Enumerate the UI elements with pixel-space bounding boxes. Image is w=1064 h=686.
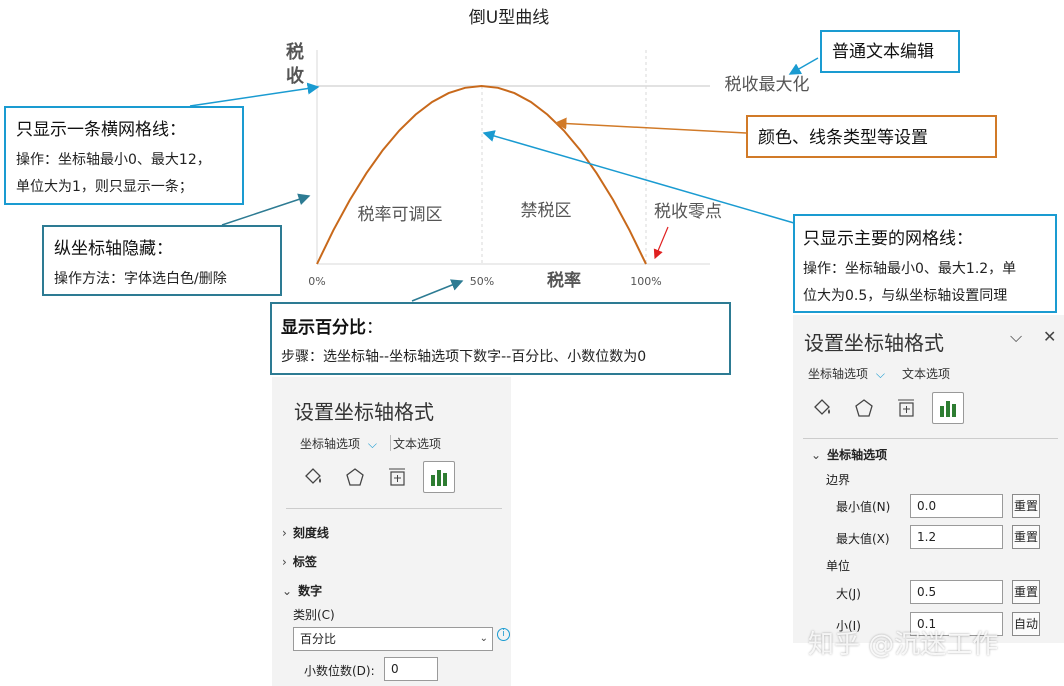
maximum-reset-button[interactable]: 重置 bbox=[1012, 525, 1040, 549]
effects-icon[interactable] bbox=[340, 462, 370, 492]
y-axis-label-2: 收 bbox=[286, 65, 304, 87]
tick-label-50: 50% bbox=[470, 275, 494, 288]
section-axis-options-label: 坐标轴选项 bbox=[827, 448, 888, 462]
chevron-down-icon: ⌵ bbox=[367, 437, 377, 451]
callout-major-grid-head: 只显示主要的网格线： bbox=[803, 229, 973, 249]
panel-divider bbox=[803, 438, 1058, 439]
format-axis-panel-left: 设置坐标轴格式 坐标轴选项 ⌵ 文本选项 ›刻度线 ›标签 ⌄数字 类别(C) … bbox=[272, 377, 511, 686]
callout-hgrid: 只显示一条横网格线： 操作：坐标轴最小0、最大12， 单位大为1，则只显示一条； bbox=[4, 106, 244, 205]
panel-right-tab-axis[interactable]: 坐标轴选项 ⌵ bbox=[808, 365, 885, 382]
minimum-reset-button[interactable]: 重置 bbox=[1012, 494, 1040, 518]
panel-left-title: 设置坐标轴格式 bbox=[294, 400, 434, 424]
panel-right-tab-axis-label: 坐标轴选项 bbox=[808, 367, 869, 381]
callout-major-grid: 只显示主要的网格线： 操作：坐标轴最小0、最大1.2，单 位大为0.5，与纵坐标… bbox=[793, 214, 1057, 313]
size-properties-icon[interactable] bbox=[891, 393, 921, 423]
callout-color-line: 颜色、线条类型等设置 bbox=[746, 115, 997, 158]
arrow-yaxis bbox=[221, 193, 311, 226]
callout-percent-head: 显示百分比： bbox=[281, 317, 383, 339]
section-number[interactable]: ⌄ 数字 bbox=[282, 582, 322, 599]
decimal-places-label: 小数位数(D): bbox=[304, 664, 375, 678]
fill-line-icon[interactable] bbox=[298, 462, 328, 492]
callout-percent-title: 显示百分比 bbox=[281, 318, 366, 338]
panel-right-title: 设置坐标轴格式 bbox=[804, 331, 944, 355]
x-axis-label: 税率 bbox=[547, 270, 581, 291]
arrow-major-grid bbox=[482, 130, 795, 224]
chevron-down-icon: ⌄ bbox=[811, 448, 822, 462]
callout-major-grid-body1: 操作：坐标轴最小0、最大1.2，单 bbox=[803, 261, 1017, 277]
major-unit-reset-button[interactable]: 重置 bbox=[1012, 580, 1040, 604]
minimum-input[interactable]: 0.0 bbox=[910, 494, 1003, 518]
callout-hgrid-body2: 单位大为1，则只显示一条； bbox=[16, 179, 193, 195]
panel-left-tab-axis[interactable]: 坐标轴选项 ⌵ bbox=[300, 435, 377, 452]
region-label-zero: 税收零点 bbox=[654, 202, 722, 222]
minor-unit-input[interactable]: 0.1 bbox=[910, 612, 1003, 636]
size-properties-icon[interactable] bbox=[382, 462, 412, 492]
axis-options-icon[interactable] bbox=[932, 392, 964, 424]
category-select[interactable]: 百分比 ⌄ bbox=[293, 627, 493, 651]
chevron-down-icon: ⌄ bbox=[282, 584, 293, 598]
callout-yaxis-body: 操作方法：字体选白色/删除 bbox=[54, 271, 227, 287]
callout-color-line-label: 颜色、线条类型等设置 bbox=[758, 128, 928, 148]
axis-options-icon[interactable] bbox=[423, 461, 455, 493]
info-icon[interactable]: i bbox=[497, 628, 510, 641]
section-tick-marks-label: 刻度线 bbox=[292, 526, 329, 540]
minor-unit-auto-button[interactable]: 自动 bbox=[1012, 612, 1040, 636]
panel-left-tab-text[interactable]: 文本选项 bbox=[393, 437, 442, 451]
units-label: 单位 bbox=[826, 559, 851, 573]
arrow-zero-point bbox=[653, 226, 669, 260]
callout-percent-body: 步骤：选坐标轴--坐标轴选项下数字--百分比、小数位数为0 bbox=[281, 349, 647, 365]
callout-yaxis-head: 纵坐标轴隐藏： bbox=[54, 239, 173, 259]
major-unit-input[interactable]: 0.5 bbox=[910, 580, 1003, 604]
arrow-hgrid bbox=[189, 82, 320, 107]
callout-yaxis: 纵坐标轴隐藏： 操作方法：字体选白色/删除 bbox=[42, 225, 282, 296]
panel-right-tab-text[interactable]: 文本选项 bbox=[902, 367, 951, 381]
minor-unit-label: 小(I) bbox=[836, 619, 861, 633]
section-tick-marks[interactable]: › 刻度线 bbox=[282, 524, 329, 541]
panel-left-tab-axis-label: 坐标轴选项 bbox=[300, 437, 361, 451]
category-label: 类别(C) bbox=[293, 608, 335, 622]
callout-major-grid-body2: 位大为0.5，与纵坐标轴设置同理 bbox=[803, 288, 1008, 304]
arrow-percent bbox=[411, 279, 464, 302]
tab-divider bbox=[390, 435, 391, 451]
chart-title: 倒U型曲线 bbox=[469, 8, 549, 28]
decimal-places-input[interactable]: 0 bbox=[384, 657, 438, 681]
callout-hgrid-head: 只显示一条横网格线： bbox=[16, 120, 186, 140]
chevron-down-icon[interactable]: ⌵ bbox=[1010, 327, 1023, 346]
region-label-forbidden: 禁税区 bbox=[521, 201, 572, 221]
bounds-label: 边界 bbox=[826, 473, 851, 487]
major-unit-label: 大(J) bbox=[836, 587, 861, 601]
tick-label-0: 0% bbox=[308, 275, 325, 288]
chevron-right-icon: › bbox=[282, 555, 287, 569]
chevron-down-icon: ⌵ bbox=[875, 367, 885, 381]
category-select-value: 百分比 bbox=[300, 632, 337, 646]
maximum-label: 最大值(X) bbox=[836, 532, 890, 546]
callout-edit-text: 普通文本编辑 bbox=[820, 30, 960, 73]
minimum-label: 最小值(N) bbox=[836, 500, 891, 514]
watermark: 知乎 @沉迷工作 bbox=[808, 630, 999, 660]
section-number-label: 数字 bbox=[298, 584, 323, 598]
callout-hgrid-body1: 操作：坐标轴最小0、最大12， bbox=[16, 152, 211, 168]
section-axis-options[interactable]: ⌄ 坐标轴选项 bbox=[811, 446, 887, 463]
y-axis-label-1: 税 bbox=[286, 41, 304, 63]
region-label-adjustable: 税率可调区 bbox=[358, 205, 443, 225]
chevron-right-icon: › bbox=[282, 526, 287, 540]
callout-percent-colon: ： bbox=[366, 318, 383, 338]
section-labels[interactable]: › 标签 bbox=[282, 553, 317, 570]
format-axis-panel-right: 设置坐标轴格式 ⌵ ✕ 坐标轴选项 ⌵ 文本选项 ⌄ 坐标轴选项 边界 最小值(N… bbox=[793, 315, 1064, 643]
tick-label-100: 100% bbox=[630, 275, 661, 288]
callout-percent: 显示百分比： 步骤：选坐标轴--坐标轴选项下数字--百分比、小数位数为0 bbox=[270, 302, 731, 375]
chevron-down-icon: ⌄ bbox=[479, 633, 488, 644]
arrow-color-line bbox=[554, 117, 747, 134]
series-line-curve bbox=[316, 84, 647, 265]
maximum-input[interactable]: 1.2 bbox=[910, 525, 1003, 549]
fill-line-icon[interactable] bbox=[807, 393, 837, 423]
callout-edit-text-label: 普通文本编辑 bbox=[832, 42, 934, 62]
panel-divider bbox=[286, 508, 502, 509]
close-icon[interactable]: ✕ bbox=[1043, 327, 1057, 346]
max-revenue-label: 税收最大化 bbox=[725, 75, 810, 95]
effects-icon[interactable] bbox=[849, 393, 879, 423]
arrow-edit-text bbox=[788, 57, 819, 75]
section-labels-label: 标签 bbox=[292, 555, 317, 569]
